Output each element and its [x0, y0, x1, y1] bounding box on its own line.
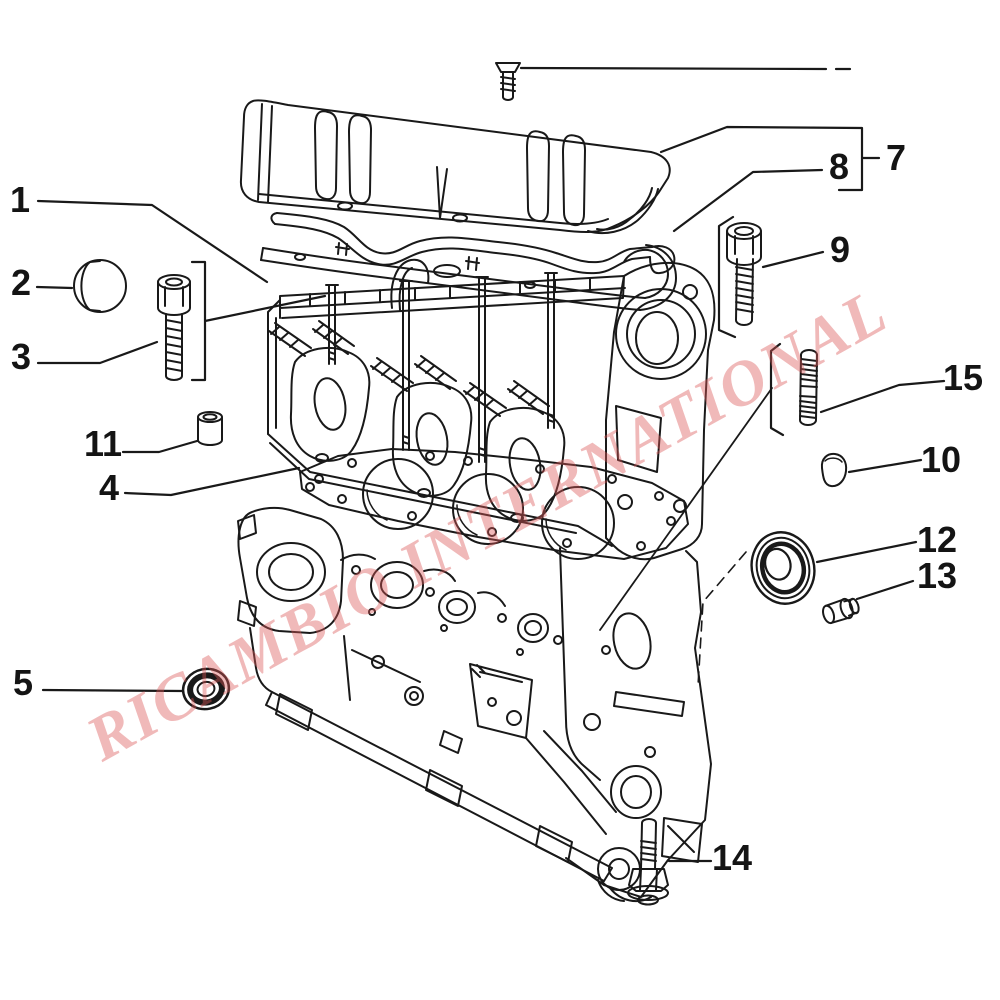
callout-label-8: 8 [828, 146, 850, 187]
leader-line-1 [36, 199, 269, 284]
callout-label-3: 3 [10, 336, 32, 377]
callout-label-10: 10 [920, 439, 962, 480]
callout-label-7: 7 [885, 137, 907, 178]
dowel-bush-11-drawing [197, 411, 223, 446]
callout-label-11: 11 [83, 423, 123, 464]
callout-label-15: 15 [942, 357, 984, 398]
screw-top-drawing [495, 62, 521, 101]
leader-line-4 [123, 466, 301, 497]
callout-label-12: 12 [916, 519, 958, 560]
bolt-14-drawing [627, 818, 669, 906]
callout-label-2: 2 [10, 262, 32, 303]
engine-block-drawing [237, 506, 712, 903]
leader-line-8 [672, 168, 824, 233]
cylinder-head-drawing [267, 261, 716, 561]
callout-label-5: 5 [12, 662, 34, 703]
bracket-bolt-3 [190, 260, 327, 382]
stud-15-drawing [799, 349, 818, 426]
projection-line-studs [599, 387, 773, 631]
bolt-9-drawing [726, 222, 762, 326]
leader-line-12 [815, 540, 918, 564]
callout-label-14: 14 [711, 837, 753, 878]
cup-plug-2-drawing [73, 259, 127, 313]
callout-label-4: 4 [98, 467, 120, 508]
bracket-bolt-9 [717, 215, 737, 339]
cover-gasket-drawing [270, 212, 676, 275]
leader-line-top-screw [519, 66, 852, 71]
callout-label-9: 9 [829, 229, 851, 270]
leader-line-13 [855, 579, 915, 601]
leader-line-11 [121, 439, 199, 454]
head-gasket-drawing [299, 448, 689, 560]
callout-label-1: 1 [9, 179, 31, 220]
bolt-3-drawing [157, 274, 191, 381]
plug-13-drawing [822, 597, 860, 625]
bracket-group-7 [659, 125, 881, 192]
callout-label-13: 13 [916, 555, 958, 596]
leader-line-3 [36, 340, 159, 365]
cam-carrier-rail-drawing [260, 242, 677, 311]
valve-cover-drawing [239, 99, 671, 235]
leader-line-9 [761, 250, 825, 269]
projection-line-seal-12 [697, 551, 747, 687]
leader-line-15 [819, 379, 946, 414]
leader-line-10 [847, 458, 923, 474]
leader-line-2 [35, 285, 74, 290]
oil-seal-12-drawing [750, 531, 816, 605]
dome-plug-10-drawing [820, 452, 848, 488]
bracket-stud-15 [769, 342, 785, 437]
seal-ring-5-drawing [181, 667, 231, 711]
leader-line-5 [41, 688, 184, 693]
